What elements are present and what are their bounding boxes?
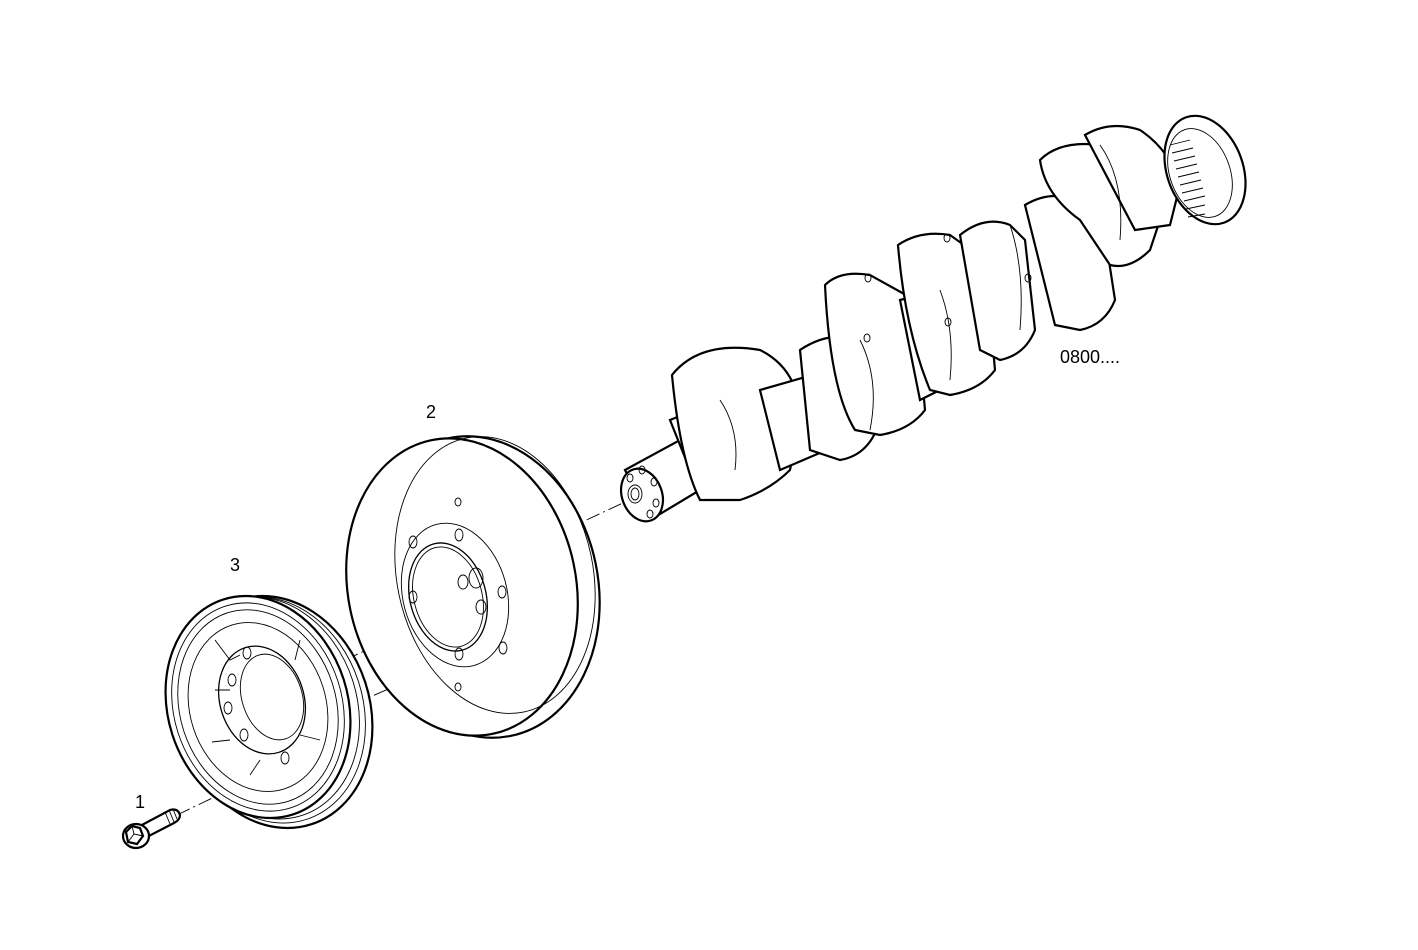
vibration-damper-part[interactable] [319, 414, 627, 760]
callout-2-damper[interactable]: 2 [426, 402, 437, 422]
crankshaft-part[interactable] [614, 104, 1260, 527]
bolt-part[interactable] [121, 808, 182, 850]
callout-1-bolt[interactable]: 1 [135, 792, 146, 812]
callout-3-pulley[interactable]: 3 [230, 555, 241, 575]
pulley-part[interactable] [137, 570, 401, 853]
gear-teeth [1169, 139, 1206, 218]
callout-crankshaft-ref[interactable]: 0800.... [1060, 347, 1121, 367]
